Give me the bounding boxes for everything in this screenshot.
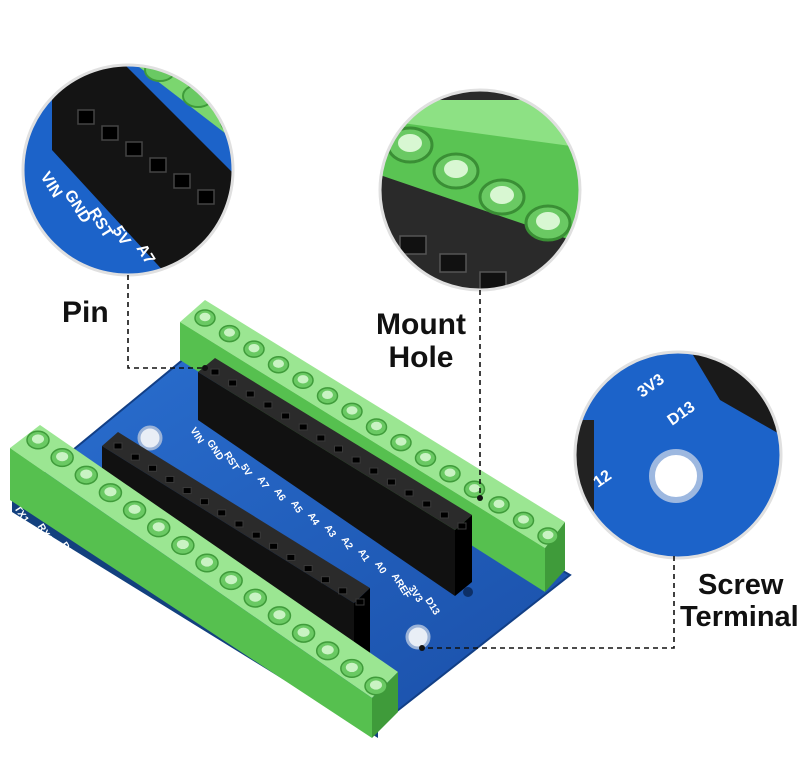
mount-hole-icon	[463, 587, 473, 597]
pin-socket	[245, 390, 255, 398]
mount-hole-label: Mount Hole	[376, 308, 466, 374]
pin-socket	[404, 489, 414, 497]
pin-socket	[298, 423, 308, 431]
pin-socket	[320, 576, 330, 584]
silkscreen-label: D5	[174, 632, 190, 649]
pin-socket	[439, 511, 449, 519]
pin-socket	[210, 368, 220, 376]
pin-label: Pin	[62, 296, 109, 329]
pin-socket	[165, 475, 175, 483]
pin-socket	[457, 522, 467, 530]
pin-socket	[130, 453, 140, 461]
pin-socket	[234, 520, 244, 528]
pin-socket	[269, 542, 279, 550]
pin-header-back	[198, 358, 472, 596]
silkscreen-label: D6	[198, 650, 214, 667]
pin-socket	[351, 456, 361, 464]
pin-socket	[263, 401, 273, 409]
pin-socket	[334, 445, 343, 453]
mount-hole-icon	[649, 449, 703, 503]
silkscreen-label: D10	[291, 723, 310, 745]
silkscreen-label: D7	[221, 668, 237, 685]
pin-socket	[338, 587, 348, 595]
pin-socket	[422, 500, 432, 508]
screw-terminal-label-line1: Screw	[698, 569, 784, 601]
mount-hole-icon	[137, 425, 163, 451]
silkscreen-label: D2	[105, 577, 121, 594]
pin-socket	[355, 598, 365, 606]
pin-socket	[286, 553, 296, 561]
pin-socket	[386, 478, 396, 486]
pin-socket	[303, 565, 313, 573]
mount-hole-label-line1: Mount	[376, 308, 466, 341]
silkscreen-label: D3	[128, 595, 144, 612]
silkscreen-label: D4	[151, 613, 167, 630]
pin-socket	[199, 498, 209, 506]
silkscreen-label: D9	[268, 705, 284, 722]
screw-terminal-label: Screw Terminal	[680, 569, 799, 634]
screw-terminal-label-line2: Terminal	[680, 600, 799, 633]
screw-terminal-front	[10, 425, 398, 738]
silkscreen-label: D8	[244, 687, 260, 704]
pin-socket	[182, 487, 192, 495]
pin-socket	[251, 531, 261, 539]
pin-socket	[113, 442, 123, 450]
leader-lines	[127, 275, 675, 649]
pin-leader-line	[127, 275, 205, 369]
pin-socket	[281, 412, 291, 420]
pin-socket	[217, 509, 227, 517]
silkscreen-label: D11	[314, 741, 333, 762]
silkscreen-label: D12	[337, 760, 356, 778]
pin-socket	[369, 467, 379, 475]
pin-socket	[148, 464, 158, 472]
screw-terminal-leader-line	[422, 556, 675, 649]
mount-hole-label-line2: Hole	[388, 341, 454, 374]
pin-socket	[316, 434, 326, 442]
zoom-circle-terminal	[378, 88, 582, 292]
pin-socket	[228, 379, 238, 387]
mount-hole-icon	[405, 624, 431, 650]
